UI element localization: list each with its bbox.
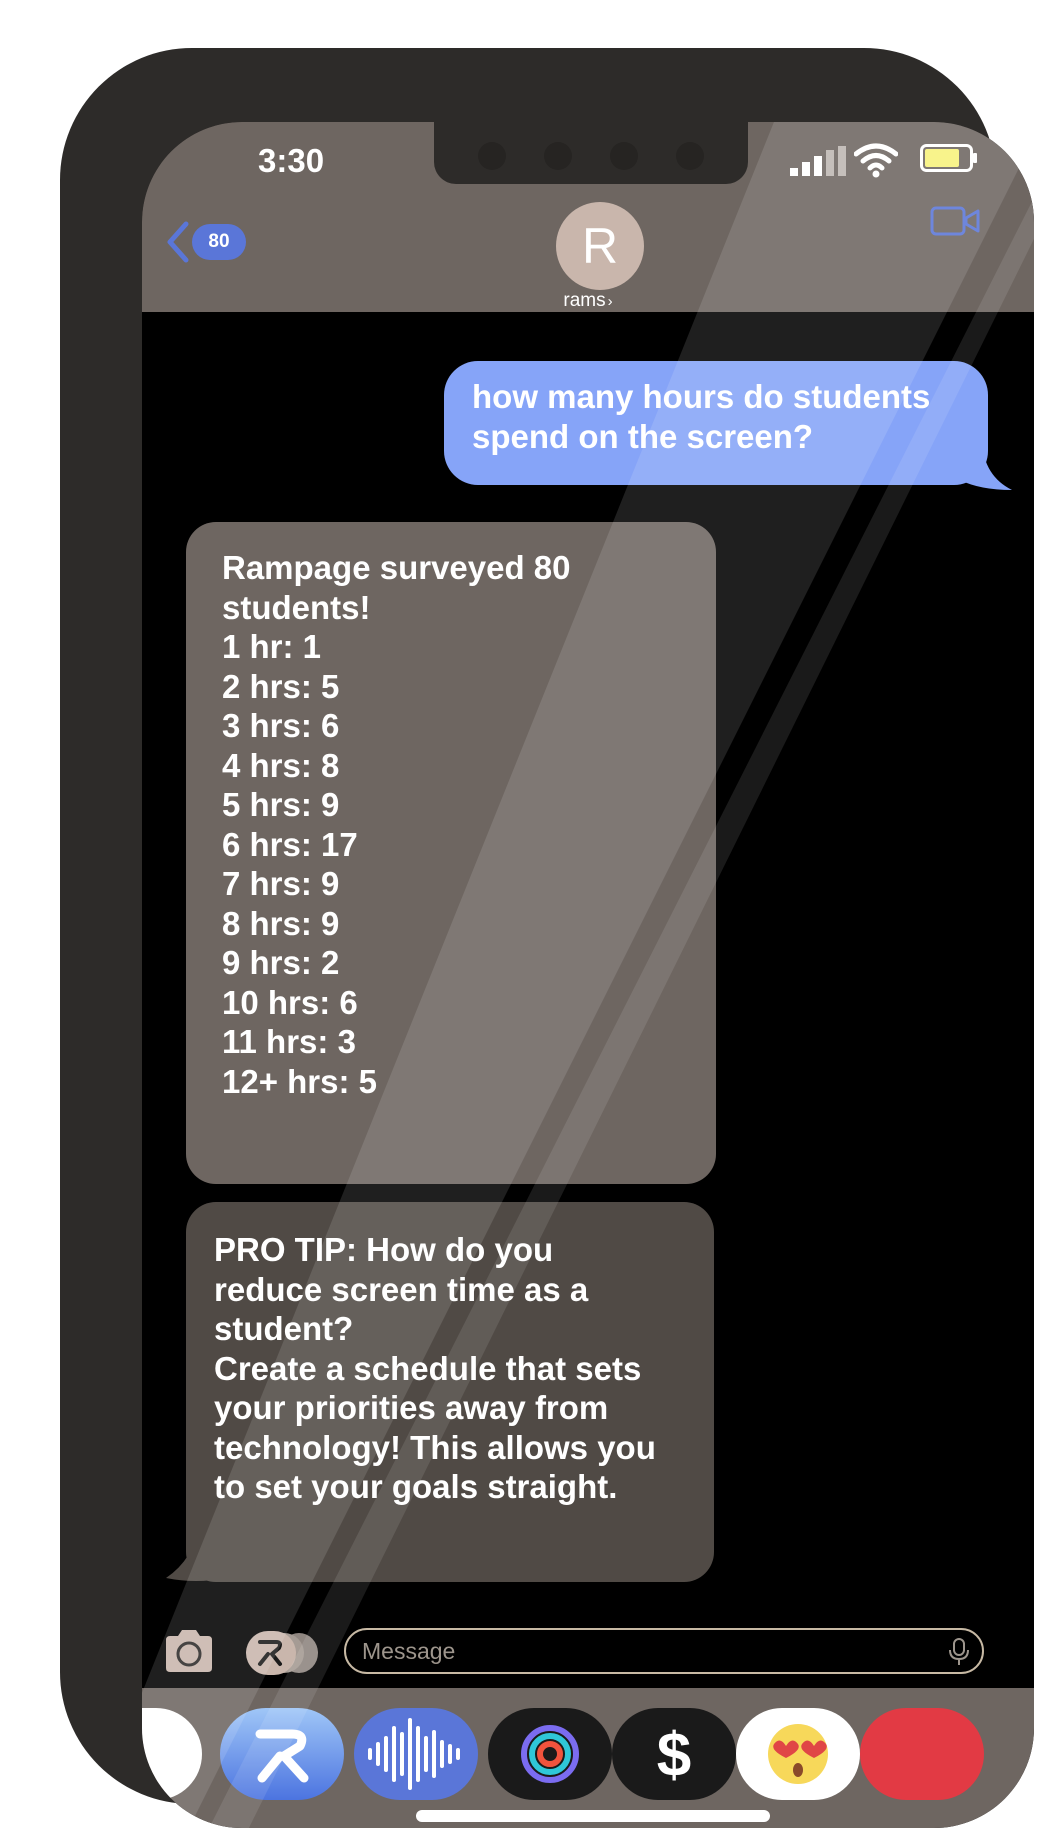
heart-eyes-emoji-app-icon[interactable]	[736, 1708, 860, 1800]
sent-message-bubble[interactable]: how many hours do students spend on the …	[444, 361, 988, 485]
received-message-bubble-tip[interactable]: PRO TIP: How do you reduce screen time a…	[186, 1202, 714, 1582]
message-line: Rampage surveyed 80	[222, 549, 571, 586]
battery-icon	[920, 144, 977, 172]
cellular-signal-icon	[790, 146, 846, 176]
message-line: technology! This allows you	[214, 1428, 656, 1466]
microphone-icon[interactable]	[948, 1638, 970, 1666]
message-line: Create a schedule that sets	[214, 1349, 642, 1387]
contact-name-button[interactable]: rams›	[142, 290, 1034, 312]
message-line: student?	[214, 1310, 354, 1347]
message-line: 5 hrs: 9	[222, 786, 340, 823]
back-button[interactable]: 80	[164, 218, 252, 266]
message-line: 6 hrs: 17	[222, 825, 358, 863]
message-line: PRO TIP: How do you	[214, 1231, 554, 1268]
message-placeholder: Message	[362, 1638, 456, 1664]
message-input[interactable]: Message	[344, 1628, 984, 1674]
conversation-header: 3:30	[142, 122, 1034, 312]
message-input-bar: Message	[142, 1618, 1034, 1688]
photos-app-icon[interactable]	[142, 1708, 202, 1800]
camera-notch	[434, 122, 748, 184]
red-app-icon[interactable]	[860, 1708, 984, 1800]
message-line: 10 hrs: 6	[222, 983, 358, 1021]
imessage-app-dock: $	[142, 1688, 1034, 1828]
chevron-left-icon	[167, 221, 189, 263]
status-time: 3:30	[258, 142, 325, 179]
video-camera-icon[interactable]	[930, 202, 982, 242]
rampage-app-icon[interactable]	[220, 1708, 344, 1800]
message-line: 8 hrs: 9	[222, 904, 340, 942]
contact-name: rams	[563, 290, 606, 311]
message-line: to set your goals straight.	[214, 1468, 618, 1505]
message-line: 7 hrs: 9	[222, 865, 340, 902]
cash-app-icon[interactable]: $	[612, 1708, 736, 1800]
message-line: 11 hrs: 3	[222, 1023, 356, 1060]
message-line: how many hours do students	[472, 378, 931, 415]
camera-icon[interactable]	[162, 1628, 216, 1674]
home-indicator[interactable]	[416, 1810, 770, 1822]
message-line: students!	[222, 588, 371, 626]
message-line: your priorities away from	[214, 1389, 609, 1426]
wifi-icon	[854, 143, 898, 178]
message-line: 2 hrs: 5	[222, 667, 340, 705]
phone-frame: 3:30	[60, 48, 1034, 1828]
chevron-right-icon: ›	[607, 293, 613, 310]
message-line: 9 hrs: 2	[222, 944, 340, 981]
activity-rings-app-icon[interactable]	[488, 1708, 612, 1800]
received-message-bubble-survey[interactable]: Rampage surveyed 80 students! 1 hr: 1 2 …	[186, 522, 716, 1184]
phone-screen: 3:30	[142, 122, 1034, 1828]
message-line: 12+ hrs: 5	[222, 1062, 378, 1100]
message-line: spend on the screen?	[472, 417, 814, 455]
message-line: reduce screen time as a	[214, 1270, 589, 1308]
contact-avatar[interactable]: R	[556, 202, 644, 290]
unread-count-badge: 80	[192, 224, 246, 260]
message-line: 4 hrs: 8	[222, 746, 340, 784]
svg-text:$: $	[657, 1721, 691, 1790]
audio-waveform-app-icon[interactable]	[354, 1708, 478, 1800]
message-line: 1 hr: 1	[222, 628, 322, 665]
app-store-drawer-icon[interactable]	[246, 1630, 320, 1676]
message-line: 3 hrs: 6	[222, 707, 340, 744]
